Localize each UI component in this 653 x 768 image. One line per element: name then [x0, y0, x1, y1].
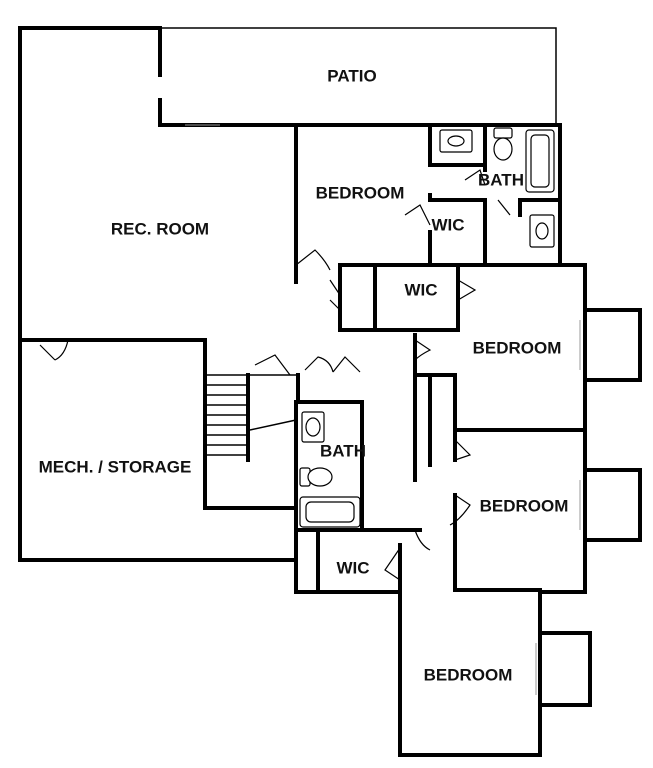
walls: [18, 26, 642, 757]
label-wic-middle: WIC: [404, 280, 437, 299]
label-bath-middle: BATH: [320, 441, 366, 460]
label-patio: PATIO: [327, 66, 376, 85]
label-bedroom-right-1: BEDROOM: [473, 338, 562, 357]
label-bath-top: BATH: [478, 170, 524, 189]
label-bedroom-top: BEDROOM: [316, 183, 405, 202]
label-bedroom-bottom: BEDROOM: [424, 665, 513, 684]
label-rec-room: REC. ROOM: [111, 219, 209, 238]
label-wic-top: WIC: [431, 215, 464, 234]
fixtures: [299, 127, 555, 528]
label-mech-storage: MECH. / STORAGE: [39, 457, 192, 476]
doors: [39, 169, 511, 581]
label-bedroom-right-2: BEDROOM: [480, 496, 569, 515]
stairs: [205, 374, 298, 456]
windows: [185, 124, 581, 695]
room-labels: PATIO REC. ROOM BEDROOM BATH WIC WIC BED…: [39, 66, 569, 684]
label-wic-bottom: WIC: [336, 558, 369, 577]
